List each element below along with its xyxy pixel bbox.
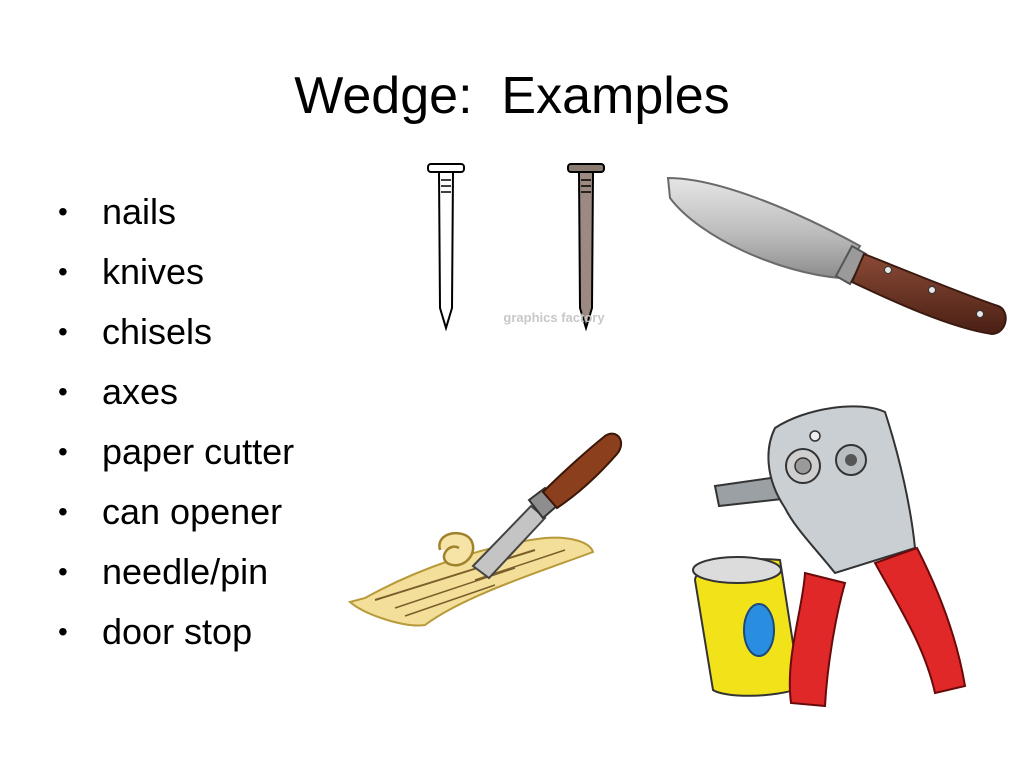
bullet-dot: • — [58, 196, 68, 227]
list-item: • door stop — [58, 602, 294, 662]
list-item-label: needle/pin — [102, 551, 269, 592]
list-item-label: knives — [102, 251, 205, 292]
list-item-label: can opener — [102, 491, 283, 532]
bullet-dot: • — [58, 376, 68, 407]
bullet-dot: • — [58, 316, 68, 347]
list-item: • needle/pin — [58, 542, 294, 602]
list-item-label: door stop — [102, 611, 253, 652]
list-item-label: paper cutter — [102, 431, 295, 472]
list-item: • chisels — [58, 302, 294, 362]
knife-icon — [666, 176, 1007, 336]
bullet-dot: • — [58, 496, 68, 527]
nails-watermark: graphics factory — [503, 310, 605, 325]
bullet-dot: • — [58, 436, 68, 467]
list-item: • knives — [58, 242, 294, 302]
list-item: • can opener — [58, 482, 294, 542]
list-item: • axes — [58, 362, 294, 422]
can-opener-icon — [692, 405, 967, 708]
nails-icon: graphics factory — [427, 163, 605, 332]
chisel-icon — [347, 432, 623, 627]
bullet-list: • nails • knives • chisels • axes • paper cut… — [58, 182, 294, 662]
slide-title: Wedge: Examples — [294, 67, 730, 125]
bullet-dot: • — [58, 556, 68, 587]
list-item-label: axes — [102, 371, 179, 412]
bullet-dot: • — [58, 256, 68, 287]
list-item: • nails — [58, 182, 294, 242]
bullet-dot: • — [58, 616, 68, 647]
list-item: • paper cutter — [58, 422, 294, 482]
list-item-label: chisels — [102, 311, 213, 352]
list-item-label: nails — [102, 191, 177, 232]
